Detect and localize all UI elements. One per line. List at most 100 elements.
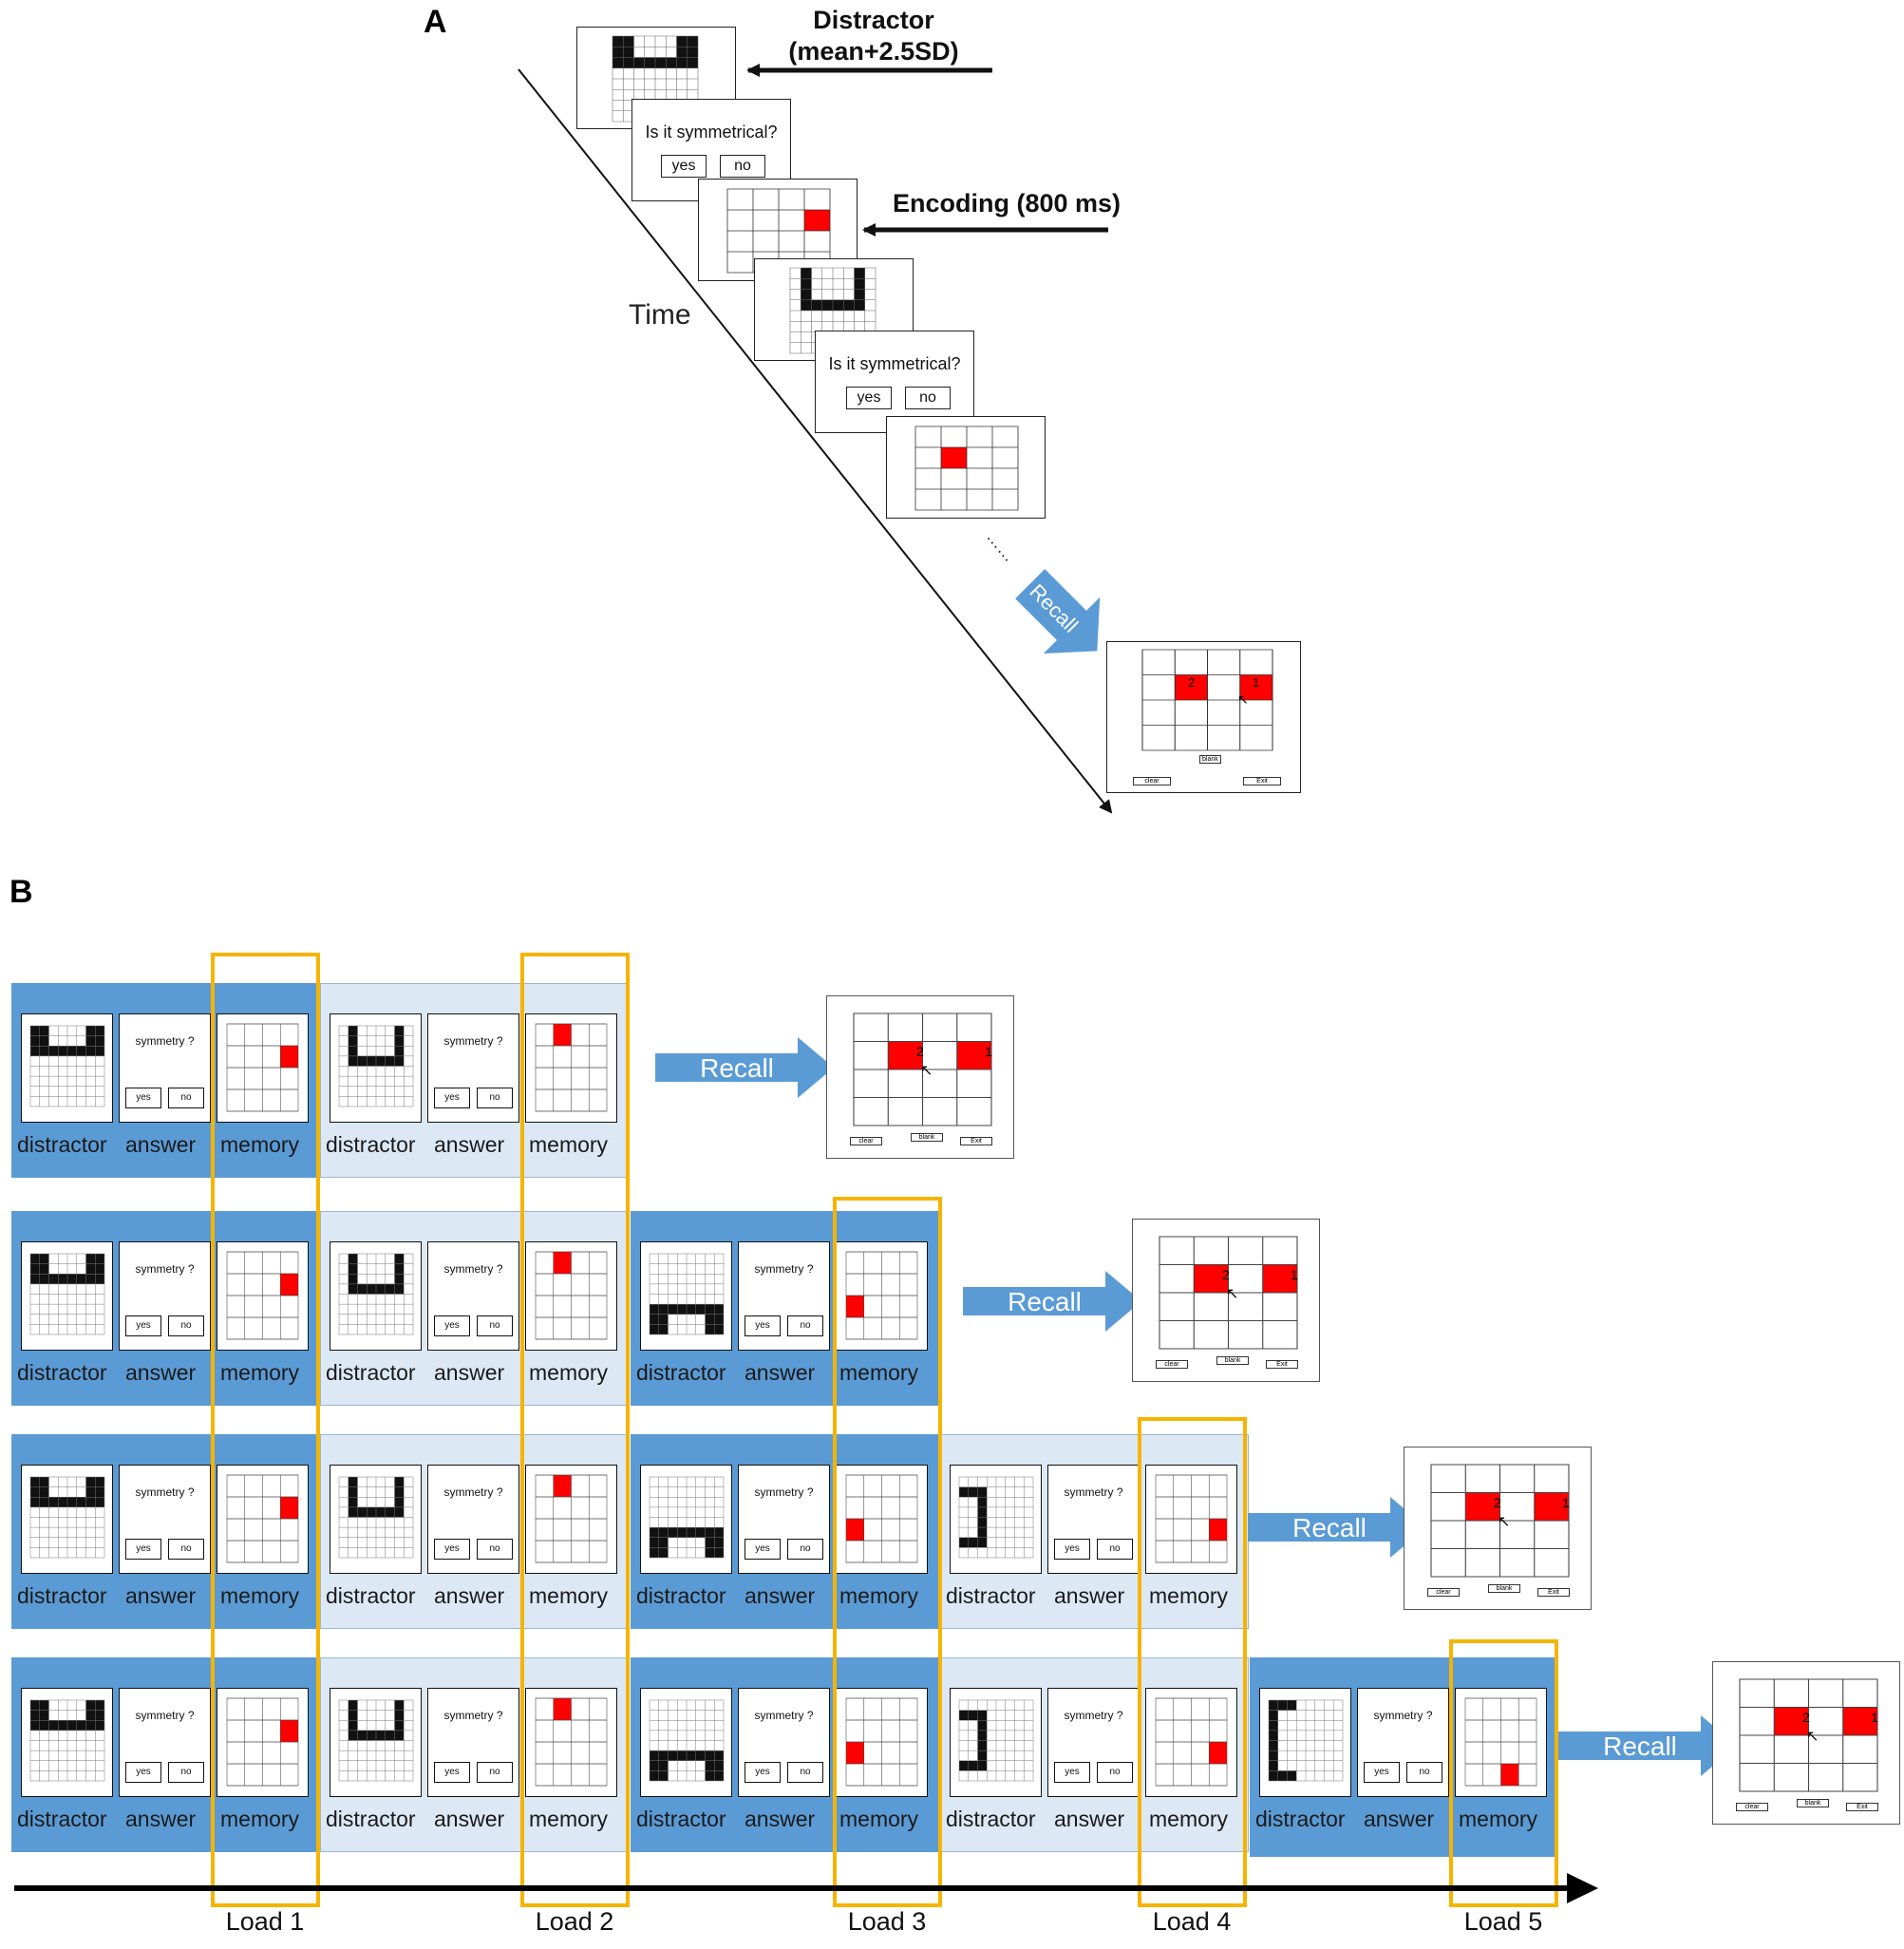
no-button[interactable]: no <box>168 1539 204 1560</box>
memory-frame <box>1455 1688 1547 1797</box>
memory-grid <box>845 1251 918 1340</box>
yes-button[interactable]: yes <box>434 1315 470 1336</box>
yes-button[interactable]: yes <box>745 1539 781 1560</box>
clear-button[interactable]: clear <box>1133 777 1171 785</box>
recall-order-1: 1 <box>1291 1267 1298 1282</box>
yes-button[interactable]: yes <box>434 1088 470 1108</box>
exit-button[interactable]: Exit <box>1846 1803 1878 1811</box>
memory-frame <box>217 1465 309 1574</box>
exit-button[interactable]: Exit <box>1266 1360 1298 1369</box>
yes-button[interactable]: yes <box>1054 1539 1090 1560</box>
exit-button[interactable]: Exit <box>1537 1588 1570 1597</box>
blank-button[interactable]: blank <box>1216 1356 1249 1365</box>
no-button[interactable]: no <box>1097 1539 1133 1560</box>
symmetry-question: symmetry ? <box>135 1262 195 1276</box>
exit-button[interactable]: Exit <box>960 1137 992 1145</box>
symmetry-question: symmetry ? <box>1064 1485 1123 1499</box>
load-label-4: Load 4 <box>1152 1907 1232 1936</box>
memory-red-cell <box>280 1497 298 1519</box>
yes-button[interactable]: yes <box>846 387 892 409</box>
blank-button[interactable]: blank <box>1488 1584 1520 1593</box>
label-memory: memory <box>529 1583 609 1608</box>
recall-text: Recall <box>1008 1287 1082 1316</box>
recall-grid <box>1739 1678 1878 1792</box>
panel-a-lines <box>518 64 1113 814</box>
no-button[interactable]: no <box>1406 1762 1442 1783</box>
no-button[interactable]: no <box>905 387 951 409</box>
no-button[interactable]: no <box>477 1315 513 1336</box>
distractor-pattern <box>649 1253 725 1335</box>
yes-button[interactable]: yes <box>1364 1762 1400 1783</box>
memory-red-cell <box>553 1024 572 1046</box>
no-button[interactable]: no <box>477 1088 513 1108</box>
exit-button[interactable]: Exit <box>1243 777 1281 785</box>
yes-button[interactable]: yes <box>661 155 707 178</box>
label-memory: memory <box>220 1360 300 1385</box>
no-button[interactable]: no <box>787 1539 823 1560</box>
symmetry-question: Is it symmetrical? <box>828 354 961 373</box>
yes-button[interactable]: yes <box>125 1539 161 1560</box>
symmetry-question: symmetry ? <box>443 1709 503 1722</box>
yes-button[interactable]: yes <box>434 1539 470 1560</box>
clear-button[interactable]: clear <box>1427 1588 1460 1597</box>
blank-button[interactable]: blank <box>1797 1799 1829 1807</box>
no-button[interactable]: no <box>720 155 765 178</box>
distractor-frame <box>950 1688 1042 1797</box>
yes-button[interactable]: yes <box>434 1762 470 1783</box>
no-button[interactable]: no <box>168 1315 204 1336</box>
yes-button[interactable]: yes <box>1054 1762 1090 1783</box>
distractor-pattern <box>958 1476 1034 1559</box>
encoding-label: Encoding (800 ms) <box>893 189 1122 218</box>
memory-frame <box>525 1241 617 1351</box>
yes-button[interactable]: yes <box>745 1315 781 1336</box>
no-button[interactable]: no <box>787 1762 823 1783</box>
no-button[interactable]: no <box>477 1762 513 1783</box>
memory-frame <box>525 1688 617 1797</box>
memory-red-cell <box>846 1519 864 1541</box>
clear-button[interactable]: clear <box>1156 1360 1188 1369</box>
load-highlight-5 <box>1449 1639 1558 1907</box>
distractor-pattern <box>29 1476 105 1559</box>
no-button[interactable]: no <box>1097 1762 1133 1783</box>
distractor-pattern <box>649 1476 725 1559</box>
label-memory: memory <box>839 1583 919 1608</box>
no-button[interactable]: no <box>477 1539 513 1560</box>
distractor-frame <box>640 1241 732 1351</box>
blank-button[interactable]: blank <box>911 1133 943 1142</box>
memory-frame <box>1145 1465 1237 1574</box>
memory-red-cell <box>553 1252 572 1274</box>
yes-button[interactable]: yes <box>125 1762 161 1783</box>
label-distractor: distractor <box>636 1360 726 1385</box>
no-button[interactable]: no <box>168 1762 204 1783</box>
yes-button[interactable]: yes <box>125 1315 161 1336</box>
recall-order-2: 2 <box>1494 1495 1501 1510</box>
distractor-pattern <box>29 1025 105 1107</box>
distractor-frame <box>330 1465 422 1574</box>
recall-cell-1 <box>1262 1264 1297 1293</box>
distractor-pattern <box>1268 1699 1344 1782</box>
load-label-2: Load 2 <box>535 1907 614 1936</box>
no-button[interactable]: no <box>168 1088 204 1108</box>
yes-button[interactable]: yes <box>125 1088 161 1108</box>
label-distractor: distractor <box>946 1807 1036 1831</box>
label-answer: answer <box>125 1583 197 1608</box>
clear-button[interactable]: clear <box>850 1137 882 1145</box>
memory-grid-2 <box>914 426 1019 511</box>
memory-grid <box>535 1023 608 1112</box>
clear-button[interactable]: clear <box>1736 1803 1768 1811</box>
memory-frame <box>836 1241 928 1351</box>
no-button[interactable]: no <box>787 1315 823 1336</box>
blank-button[interactable]: blank <box>1199 755 1221 764</box>
recall-cell-2 <box>1774 1707 1809 1735</box>
label-memory: memory <box>220 1132 300 1157</box>
yes-button[interactable]: yes <box>745 1762 781 1783</box>
